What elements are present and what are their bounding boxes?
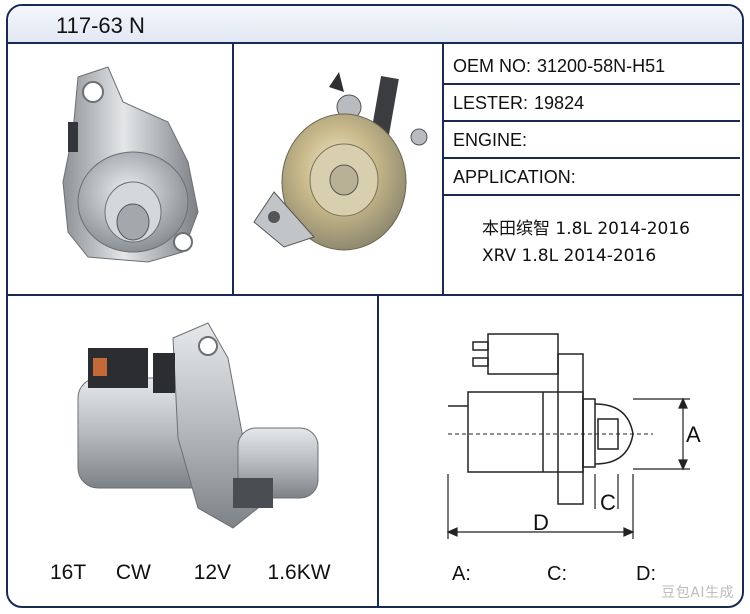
divider	[232, 44, 234, 296]
lester-value: 19824	[534, 93, 585, 113]
lester-row: LESTER:19824	[444, 85, 740, 122]
power-value: 1.6KW	[267, 561, 331, 584]
engine-label: ENGINE:	[453, 130, 528, 150]
field-c: C:	[547, 563, 567, 585]
field-d: D:	[636, 563, 656, 585]
field-a: A:	[452, 563, 471, 585]
divider	[442, 44, 444, 296]
oem-row: OEM NO:31200-58N-H51	[444, 48, 740, 85]
application-row: APPLICATION:	[444, 159, 740, 196]
oem-value: 31200-58N-H51	[537, 56, 666, 76]
divider	[377, 294, 379, 606]
engine-row: ENGINE:	[444, 122, 740, 159]
divider	[8, 294, 742, 296]
application-label: APPLICATION:	[453, 167, 576, 187]
dimension-a-label: A	[686, 422, 701, 447]
dimension-d-label: D	[533, 510, 549, 535]
dimension-diagram: A C D	[446, 333, 701, 539]
starter-front-photo	[62, 66, 199, 263]
rotation-value: CW	[115, 561, 151, 584]
model-number: 117-63 N	[56, 13, 145, 38]
product-spec-sheet: 117-63 N OEM NO:31200-58N-H51 LESTER:198…	[6, 4, 744, 608]
title-bar: 117-63 N	[8, 6, 742, 44]
teeth-value: 16T	[50, 561, 87, 584]
application-list: 本田缤智 1.8L 2014-2016 XRV 1.8L 2014-2016	[482, 216, 690, 270]
ratings-row: 16T CW 12V 1.6KW	[50, 561, 331, 585]
starter-side-photo	[77, 322, 319, 529]
application-line: XRV 1.8L 2014-2016	[482, 246, 657, 266]
application-line: 本田缤智 1.8L 2014-2016	[482, 219, 690, 239]
lester-label: LESTER:	[453, 93, 529, 113]
voltage-value: 12V	[193, 561, 232, 584]
watermark: 豆包AI生成	[661, 585, 734, 601]
dimension-c-label: C	[600, 490, 616, 515]
starter-rear-photo	[253, 72, 428, 251]
oem-label: OEM NO:	[453, 56, 532, 76]
